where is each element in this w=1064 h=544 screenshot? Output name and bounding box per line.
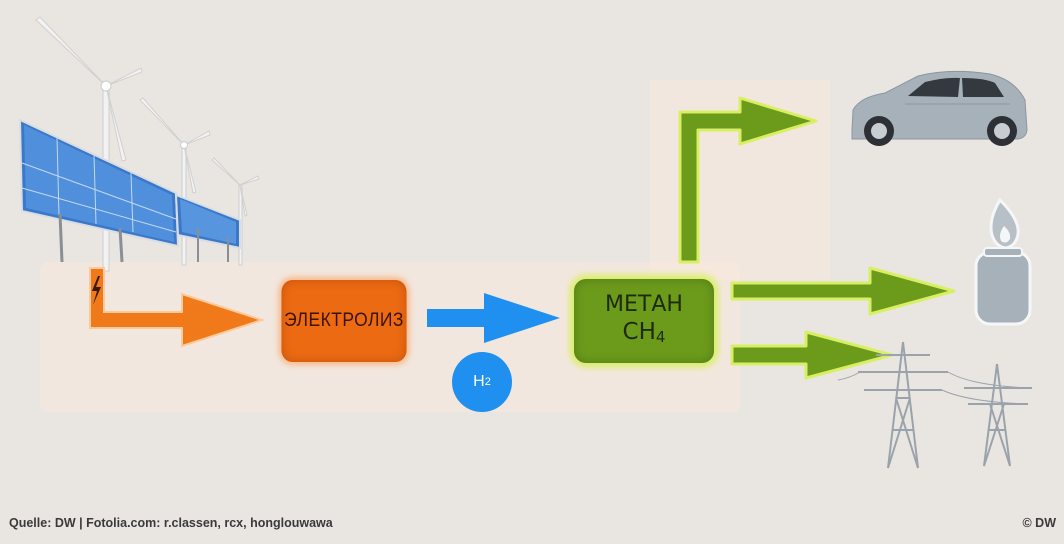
methane-formula: CH4 (623, 318, 666, 351)
methane-box: МЕТАН CH4 (574, 279, 714, 363)
methane-title: МЕТАН (605, 291, 683, 317)
hydrogen-subscript: 2 (484, 376, 491, 388)
lightning-icon (92, 276, 101, 305)
image-credit: Quelle: DW | Fotolia.com: r.classen, rcx… (9, 516, 333, 530)
electrolysis-label: ЭЛЕКТРОЛИЗ (284, 310, 404, 331)
methane-formula-base: CH (622, 318, 656, 345)
methane-arrow-to-gas (730, 266, 956, 316)
power-pylon-icon (837, 341, 1033, 469)
car-icon (851, 70, 1028, 146)
electricity-arrow (89, 267, 266, 348)
methane-arrow-to-car (678, 96, 818, 264)
methane-formula-subscript: 4 (655, 327, 666, 346)
methane-arrow-to-grid (730, 330, 894, 380)
electrolysis-box: ЭЛЕКТРОЛИЗ (281, 280, 407, 362)
gas-bottle-flame-icon (974, 197, 1032, 326)
hydrogen-arrow (427, 293, 560, 343)
solar-panel-icon (18, 118, 241, 263)
hydrogen-symbol: H (473, 373, 485, 390)
copyright-notice: © DW (1022, 516, 1056, 530)
